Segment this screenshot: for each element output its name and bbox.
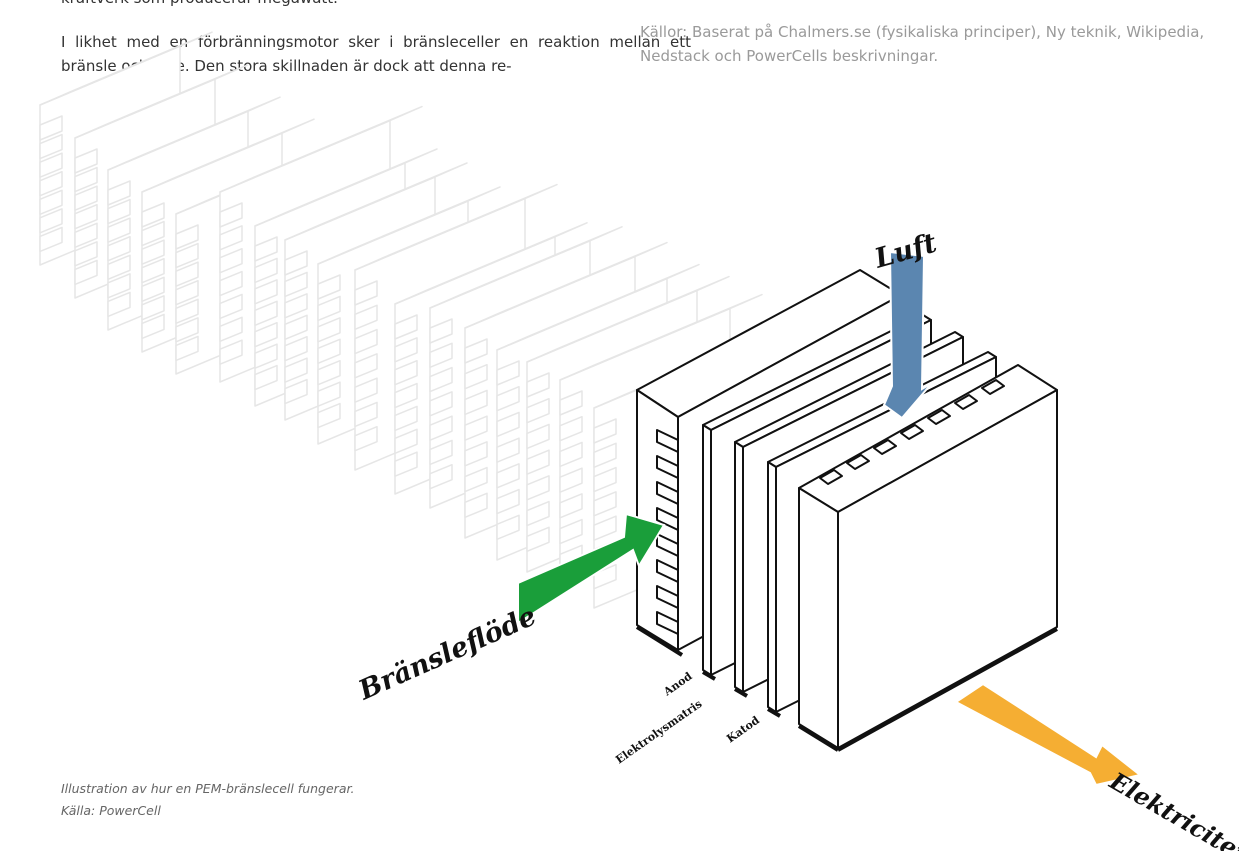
lead-fragment: kraftverk som producerar megawatt. xyxy=(61,0,691,10)
electricity-label: Elektricitet xyxy=(1104,766,1239,851)
fuel-flow-arrow xyxy=(517,512,666,625)
front-plates xyxy=(635,269,1058,752)
air-arrow xyxy=(882,250,933,420)
electrolyte-label: Elektrolysmatris xyxy=(613,697,704,766)
figure-caption: Illustration av hur en PEM-bränslecell f… xyxy=(61,778,461,822)
ghost-plate-stack xyxy=(39,31,787,609)
cathode-label: Katod xyxy=(724,714,762,746)
anode-label: Anod xyxy=(660,670,694,700)
electricity-arrow xyxy=(954,682,1143,787)
caption-line-1: Illustration av hur en PEM-bränslecell f… xyxy=(61,781,355,796)
sources-note: Källor: Baserat på Chalmers.se (fysikali… xyxy=(640,23,1205,65)
cathode-flow-plate xyxy=(797,364,1058,752)
fuel-flow-label: Bränsleflöde xyxy=(353,601,541,707)
caption-line-2: Källa: PowerCell xyxy=(61,803,161,818)
